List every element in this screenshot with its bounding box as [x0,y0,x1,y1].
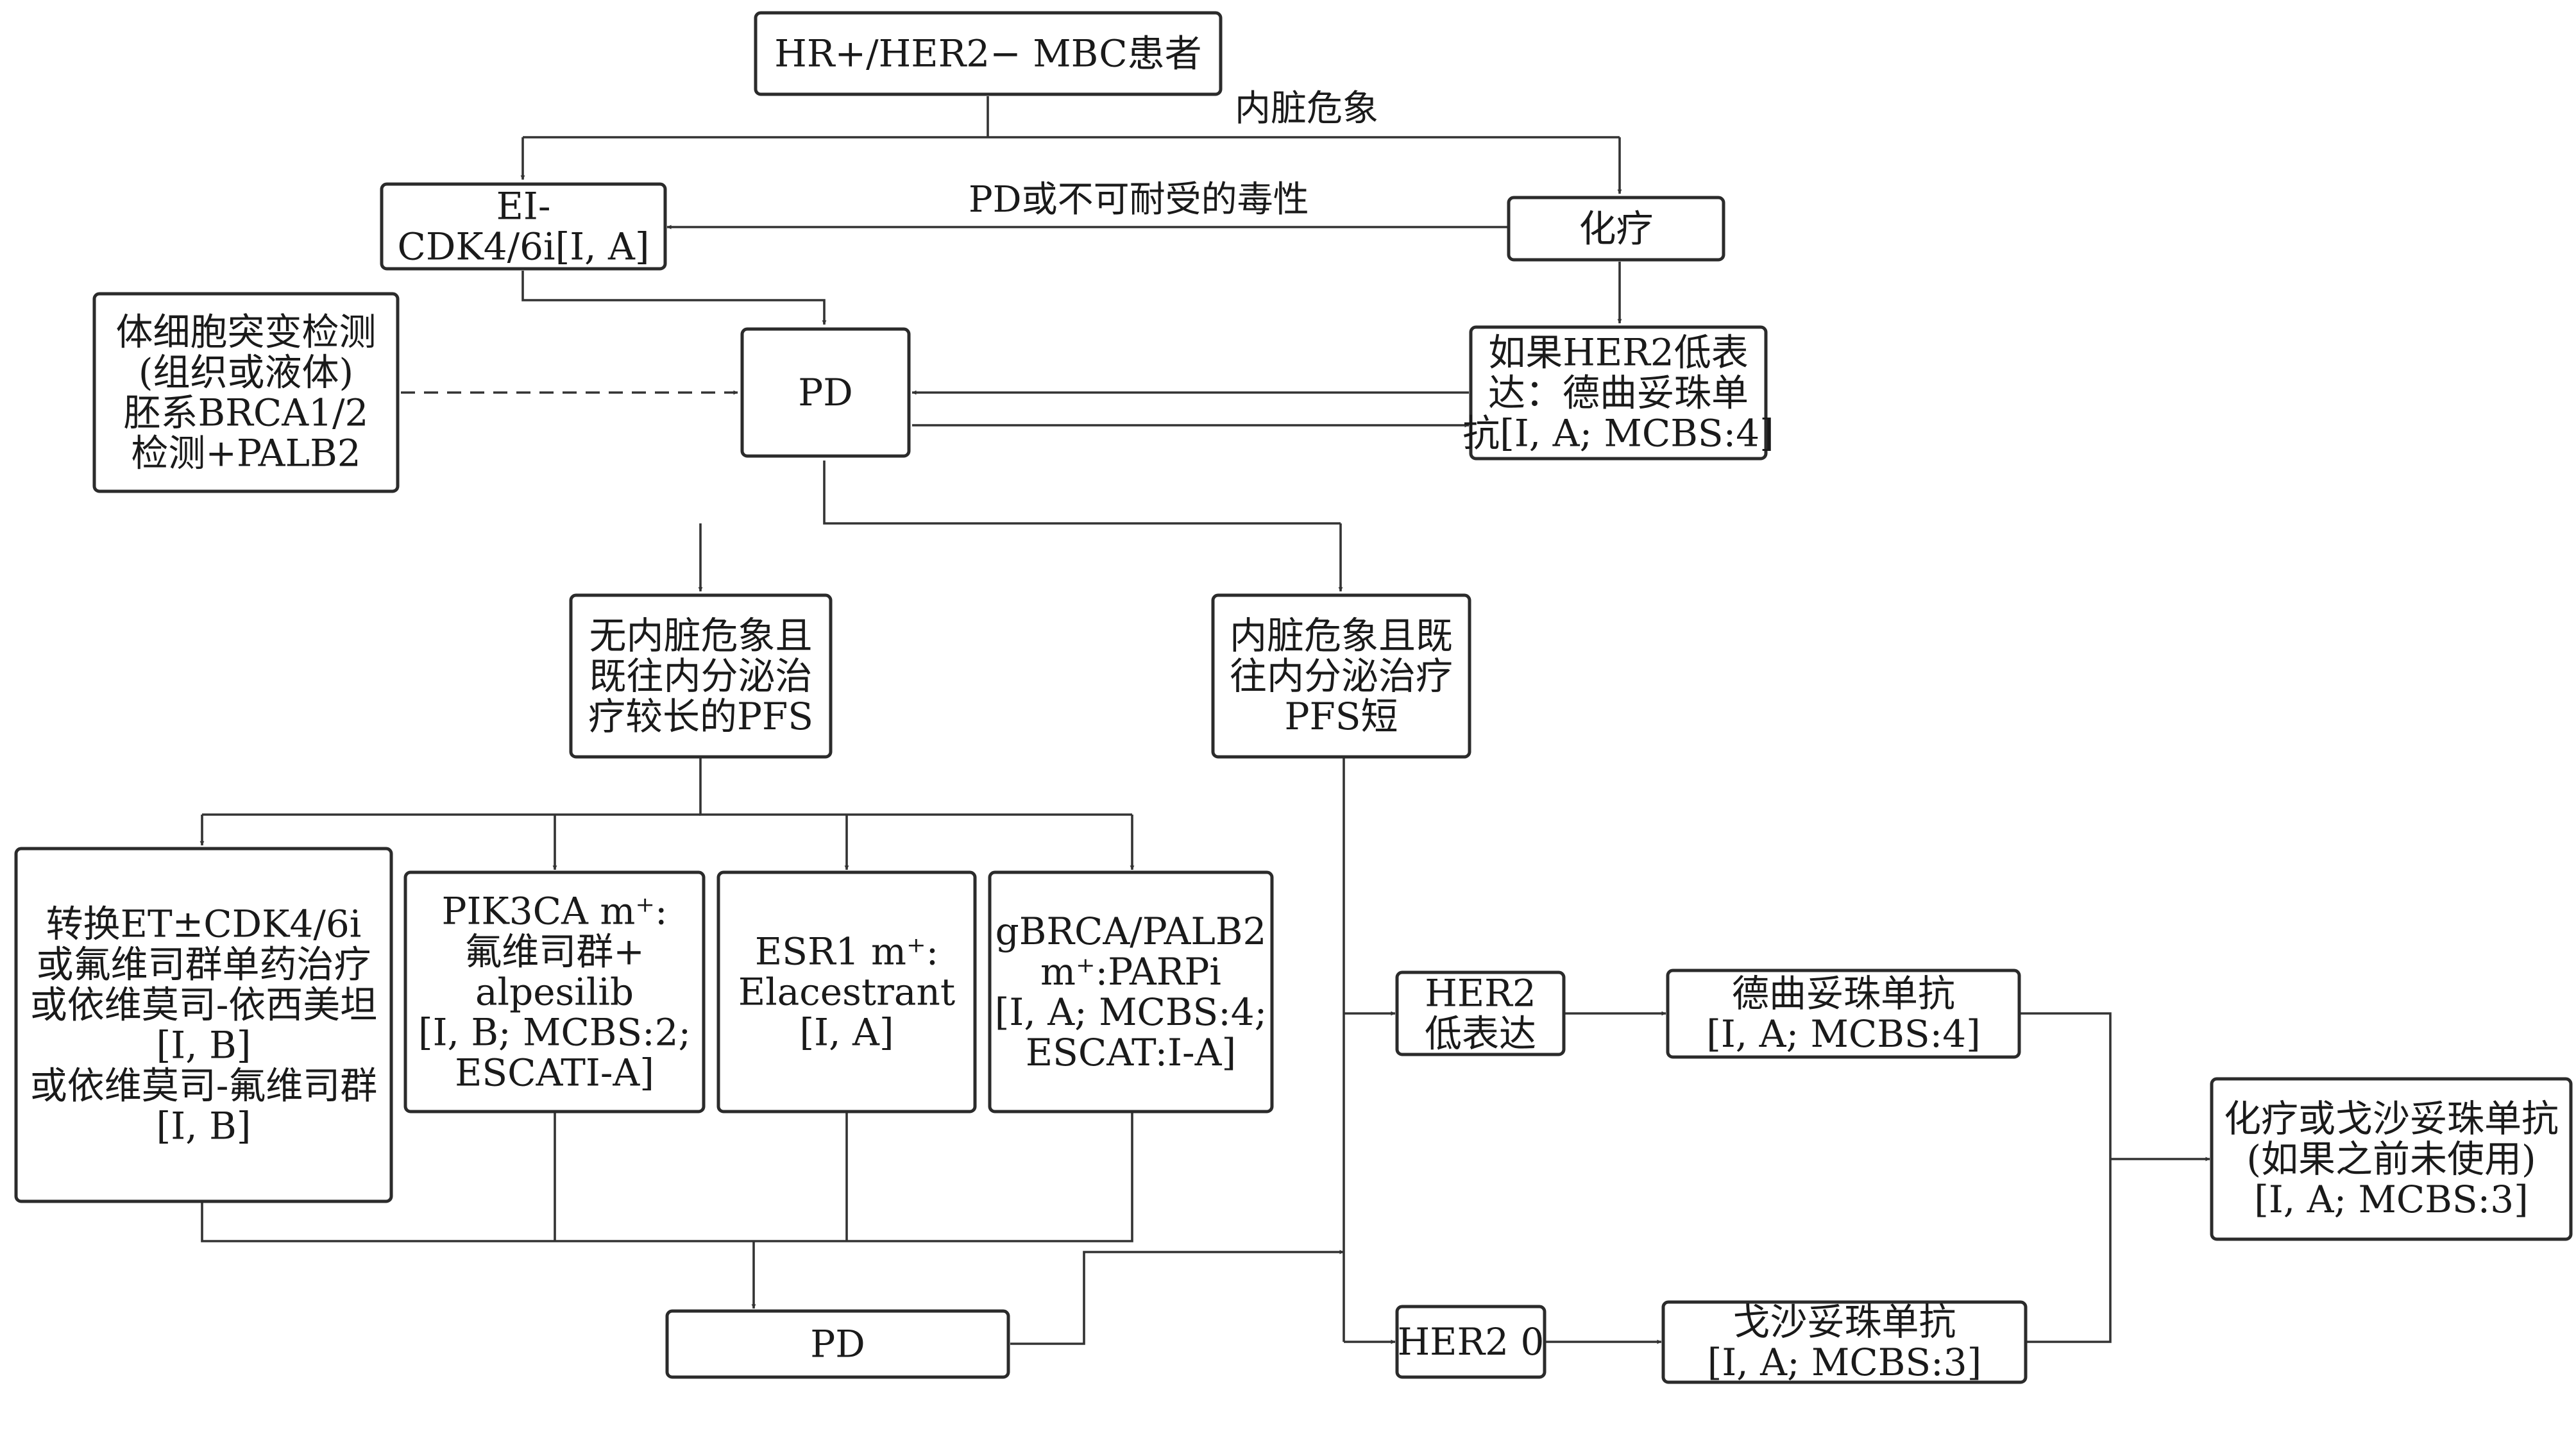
node-label: HER2 0 [1398,1320,1545,1364]
node-label: 化疗 [1579,207,1653,251]
node-label-line: 既往内分泌治 [589,654,812,698]
node-label-line: 或依维莫司-氟维司群 [30,1064,378,1108]
node-label-line: HER2 [1425,972,1536,1015]
node-label-line: m⁺:PARPi [1040,950,1221,994]
node-label-line: 检测+PALB2 [131,432,360,475]
node-label-line: 化疗 [1579,207,1653,251]
node-label-line: ESCATI-A] [455,1051,654,1095]
node-label-line: PIK3CA m⁺: [441,890,667,933]
node-label: 化疗或戈沙妥珠单抗(如果之前未使用)[I, A; MCBS:3] [2224,1097,2559,1221]
node-label: EI-CDK4/6i[I, A] [397,185,649,269]
node-label: 如果HER2低表达：德曲妥珠单抗[I, A; MCBS:4] [1462,331,1774,455]
edge-gbrca-down [754,1113,1133,1242]
node-label-line: gBRCA/PALB2 [996,910,1267,953]
edge-switch-et-down [201,1203,754,1242]
node-label-line: 体细胞突变检测 [115,310,376,354]
node-label-line: ESCAT:I-A] [1026,1031,1236,1074]
node-label-line: 化疗或戈沙妥珠单抗 [2224,1097,2559,1140]
node-label-line: [I, A] [800,1011,894,1054]
node-pd-1: PD [740,327,911,458]
node-label-line: 疗较长的PFS [588,695,813,738]
edge-pd-split [823,461,1341,525]
edge-pd2-to-trunk [1010,1249,1344,1345]
node-esr1: ESR1 m⁺:Elacestrant[I, A] [716,870,977,1113]
node-label-line: 抗[I, A; MCBS:4] [1462,412,1774,455]
node-label-line: PFS短 [1284,695,1398,738]
node-patient: HR+/HER2− MBC患者 [754,11,1223,96]
node-pik3ca: PIK3CA m⁺:氟维司群+alpesilib[I, B; MCBS:2;ES… [403,870,706,1113]
node-label-line: 往内分泌治疗 [1230,654,1453,698]
node-label-line: alpesilib [475,970,634,1014]
node-label: HR+/HER2− MBC患者 [774,32,1201,76]
node-label-line: 戈沙妥珠单抗 [1733,1300,1956,1344]
node-no-visceral-crisis: 无内脏危象且既往内分泌治疗较长的PFS [569,593,833,759]
node-label: 无内脏危象且既往内分泌治疗较长的PFS [588,614,813,738]
node-tdxd-her2-low: 如果HER2低表达：德曲妥珠单抗[I, A; MCBS:4] [1462,325,1774,461]
node-final: 化疗或戈沙妥珠单抗(如果之前未使用)[I, A; MCBS:3] [2210,1077,2573,1241]
edge-no-visceral-split [699,758,1132,816]
node-label: PD [798,371,853,414]
node-label-line: 或依维莫司-依西美坦 [30,983,378,1027]
node-label-line: 氟维司群+ [464,930,645,974]
node-label-line: HER2 0 [1398,1320,1545,1364]
edges [199,96,2210,1345]
edge-to-ei-cdk [523,136,1620,180]
node-pd-2: PD [665,1309,1010,1379]
node-label-line: [I, A; MCBS:3] [1707,1341,1981,1384]
edge-tdxd-to-final [2021,1012,2112,1343]
label-visceral-crisis: 内脏危象 [1235,88,1378,130]
node-chemo: 化疗 [1507,196,1725,262]
node-label-line: 如果HER2低表 [1488,331,1749,375]
node-label: PD [810,1323,865,1366]
node-sacituzumab: 戈沙妥珠单抗[I, A; MCBS:3] [1661,1300,2028,1384]
node-label-line: 内脏危象且既 [1230,614,1453,657]
node-label-line: CDK4/6i[I, A] [397,225,649,269]
node-label: 德曲妥珠单抗[I, A; MCBS:4] [1706,972,1980,1056]
nodes: HR+/HER2− MBC患者 EI-CDK4/6i[I, A] 化疗 体细胞突… [14,11,2573,1384]
node-label: ESR1 m⁺:Elacestrant[I, A] [738,930,955,1054]
node-label-line: (如果之前未使用) [2246,1137,2536,1181]
node-label-line: [I, A; MCBS:4] [1706,1012,1980,1056]
node-label-line: [I, B] [157,1105,251,1148]
node-label-line: PD [798,371,853,414]
edge-ei-cdk-to-pd [521,271,827,325]
node-label-line: HR+/HER2− MBC患者 [774,32,1201,76]
node-label-line: 低表达 [1425,1012,1536,1056]
node-label-line: 德曲妥珠单抗 [1732,972,1955,1015]
node-label-line: 或氟维司群单药治疗 [36,943,371,986]
node-label-line: 达：德曲妥珠单 [1488,371,1749,415]
label-pd-toxicity: PD或不可耐受的毒性 [969,179,1309,221]
node-label-line: Elacestrant [738,970,955,1014]
node-label-line: [I, A; MCBS:4; [995,990,1267,1034]
node-label-line: [I, A; MCBS:3] [2254,1178,2528,1221]
node-label-line: [I, B] [157,1024,251,1067]
node-label-line: EI- [496,185,551,228]
node-label: PIK3CA m⁺:氟维司群+alpesilib[I, B; MCBS:2;ES… [418,890,691,1095]
node-label-line: 无内脏危象且 [589,614,812,657]
node-label-line: (组织或液体) [139,351,353,394]
node-label-line: PD [810,1323,865,1366]
node-tdxd: 德曲妥珠单抗[I, A; MCBS:4] [1666,969,2021,1059]
node-label-line: ESR1 m⁺: [755,930,938,974]
node-label: 戈沙妥珠单抗[I, A; MCBS:3] [1707,1300,1981,1384]
node-label-line: [I, B; MCBS:2; [418,1011,691,1054]
node-label-line: 转换ET±CDK4/6i [46,902,362,946]
node-label-line: 胚系BRCA1/2 [124,391,369,435]
node-ei-cdk: EI-CDK4/6i[I, A] [380,182,667,271]
node-her2-zero: HER2 0 [1395,1305,1546,1379]
